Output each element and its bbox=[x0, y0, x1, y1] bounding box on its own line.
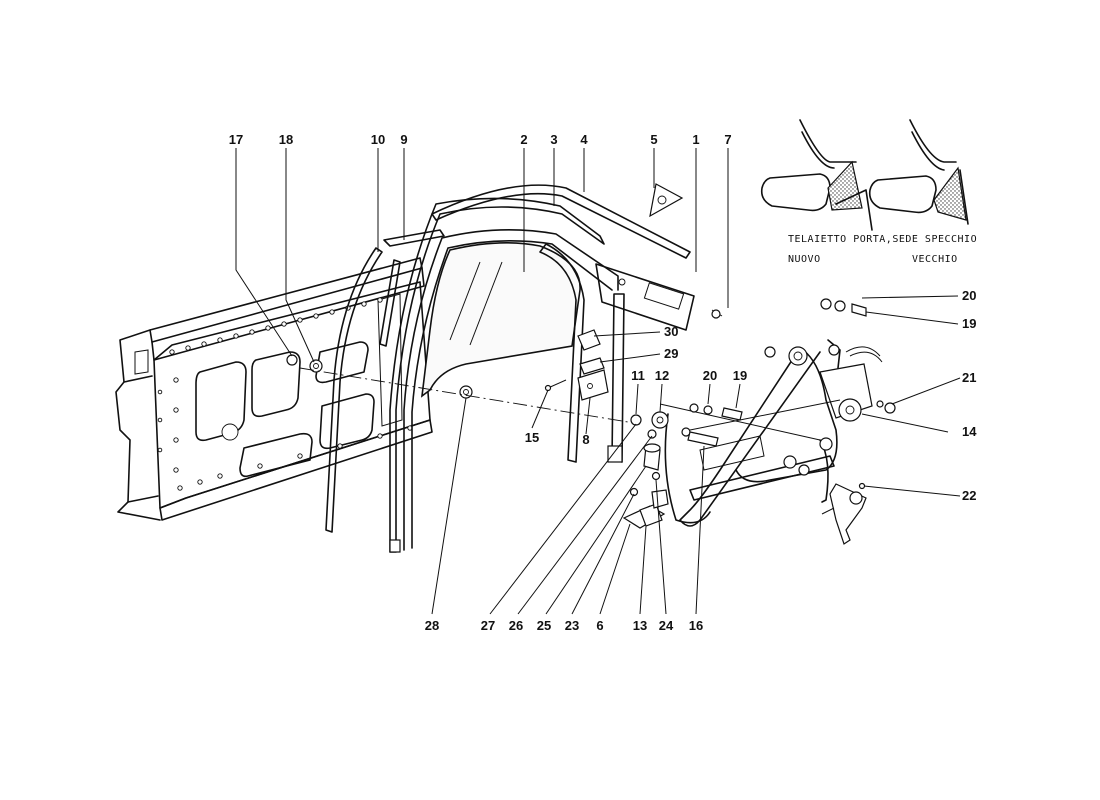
nut-21 bbox=[876, 400, 896, 414]
callout-18[interactable]: 18 bbox=[279, 132, 293, 147]
inset-mirror-seat bbox=[760, 119, 969, 231]
clip-8 bbox=[577, 369, 609, 401]
bracket-30 bbox=[577, 329, 601, 351]
screw-7 bbox=[711, 309, 723, 319]
callout-29[interactable]: 29 bbox=[664, 346, 678, 361]
callout-13[interactable]: 13 bbox=[633, 618, 647, 633]
nut-24 bbox=[651, 471, 661, 481]
callout-16[interactable]: 16 bbox=[689, 618, 703, 633]
door-inner-panel bbox=[115, 257, 433, 521]
callout-20-upper[interactable]: 20 bbox=[962, 288, 976, 303]
glass-channel-8 bbox=[539, 243, 585, 463]
trim-4 bbox=[431, 184, 691, 259]
callout-26[interactable]: 26 bbox=[509, 618, 523, 633]
inset-caption: TELAIETTO PORTA,SEDE SPECCHIO bbox=[788, 234, 977, 245]
callout-20-lower[interactable]: 20 bbox=[703, 368, 717, 383]
washer-23 bbox=[629, 487, 639, 497]
seal-10 bbox=[325, 247, 383, 533]
grommet-17 bbox=[286, 354, 298, 366]
callout-24[interactable]: 24 bbox=[659, 618, 674, 633]
callout-30[interactable]: 30 bbox=[664, 324, 678, 339]
callout-12[interactable]: 12 bbox=[655, 368, 669, 383]
callout-3[interactable]: 3 bbox=[550, 132, 557, 147]
bolt-19-lower bbox=[721, 407, 743, 421]
channel-rear bbox=[611, 293, 625, 463]
callout-11[interactable]: 11 bbox=[631, 368, 645, 383]
bushing-12 bbox=[651, 411, 669, 429]
callout-15[interactable]: 15 bbox=[525, 430, 539, 445]
callout-19-lower[interactable]: 19 bbox=[733, 368, 747, 383]
callout-19-upper[interactable]: 19 bbox=[962, 316, 976, 331]
callout-6[interactable]: 6 bbox=[596, 618, 603, 633]
callout-17[interactable]: 17 bbox=[229, 132, 243, 147]
nut-11 bbox=[630, 414, 642, 426]
washer-20-lower bbox=[689, 403, 713, 415]
callout-9[interactable]: 9 bbox=[400, 132, 407, 147]
callout-14[interactable]: 14 bbox=[962, 424, 977, 439]
callout-10[interactable]: 10 bbox=[371, 132, 385, 147]
callout-28[interactable]: 28 bbox=[425, 618, 439, 633]
callout-27[interactable]: 27 bbox=[481, 618, 495, 633]
mirror-mount-1 bbox=[595, 263, 695, 331]
callout-4[interactable]: 4 bbox=[580, 132, 588, 147]
bracket-29 bbox=[579, 357, 605, 375]
callout-23[interactable]: 23 bbox=[565, 618, 579, 633]
pin-15 bbox=[547, 379, 567, 389]
seal-strip-9b bbox=[379, 259, 401, 347]
bolt-16 bbox=[687, 431, 719, 447]
callout-5[interactable]: 5 bbox=[650, 132, 657, 147]
inset-new-label: NUOVO bbox=[788, 254, 821, 265]
seal-9 bbox=[383, 229, 445, 247]
callout-25[interactable]: 25 bbox=[537, 618, 551, 633]
bolt-19-upper bbox=[851, 303, 867, 317]
bushing-13 bbox=[639, 503, 663, 527]
callouts: 17 18 10 9 2 3 4 5 1 7 20 19 30 29 11 12… bbox=[229, 132, 977, 633]
callout-2[interactable]: 2 bbox=[520, 132, 527, 147]
window-glass-2 bbox=[420, 242, 581, 398]
leader-lines bbox=[235, 148, 961, 615]
window-regulator bbox=[659, 339, 883, 545]
panel-holes bbox=[157, 297, 413, 491]
callout-7[interactable]: 7 bbox=[724, 132, 731, 147]
callout-1[interactable]: 1 bbox=[692, 132, 699, 147]
inset-old-label: VECCHIO bbox=[912, 254, 958, 265]
callout-22[interactable]: 22 bbox=[962, 488, 976, 503]
callout-21[interactable]: 21 bbox=[962, 370, 976, 385]
washer-20-upper bbox=[820, 298, 846, 312]
callout-8[interactable]: 8 bbox=[582, 432, 589, 447]
